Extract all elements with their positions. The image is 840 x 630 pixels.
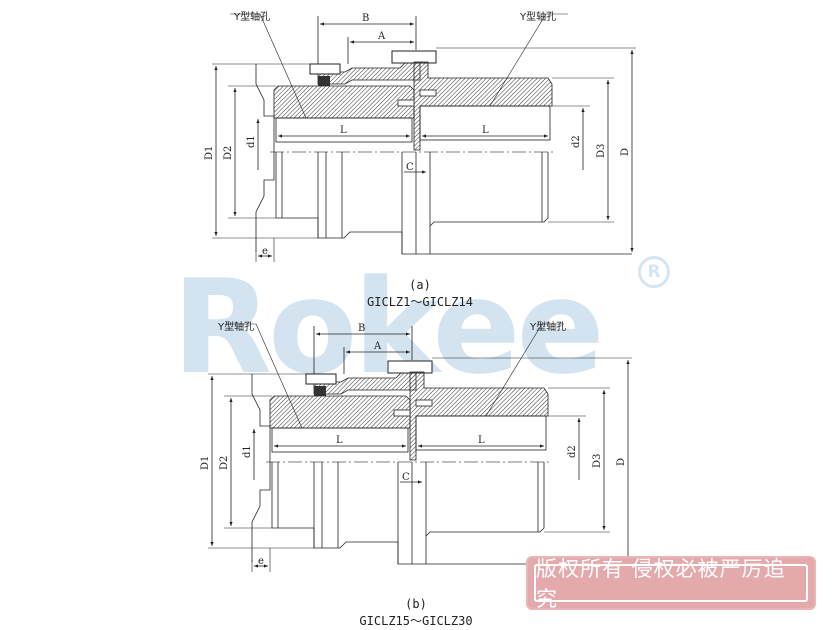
- dim-e-a: e: [262, 246, 268, 257]
- dim-D-b: D: [616, 458, 627, 466]
- dim-A-b: A: [373, 341, 382, 352]
- dim-L-right-b: L: [478, 435, 485, 446]
- coupling-drawing-b: Y型轴孔 Y型轴孔 B A L L C e D1 D2 d1 d2 D3 D: [200, 320, 632, 572]
- dim-A-a: A: [377, 31, 386, 42]
- caption-range-b: GICLZ15～GICLZ30: [359, 614, 473, 628]
- copyright-text: 版权所有 侵权必被严厉追究: [534, 557, 808, 611]
- dim-D1-a: D1: [204, 146, 215, 160]
- coupling-drawing-a: Y型轴孔 Y型轴孔 B A L L C e D1 D2 d1 d2 D3 D: [204, 10, 636, 262]
- dim-D3-a: D3: [596, 144, 607, 158]
- dim-d1-b: d1: [242, 445, 253, 458]
- dim-d1-a: d1: [246, 135, 257, 148]
- dim-B-b: B: [358, 323, 365, 334]
- dim-L-left-a: L: [340, 125, 347, 136]
- copyright-stamp: 版权所有 侵权必被严厉追究: [528, 557, 814, 611]
- caption-letter-a: (a): [409, 278, 431, 292]
- dim-e-b: e: [258, 556, 264, 567]
- dim-D-a: D: [620, 148, 631, 156]
- callout-right-b: Y型轴孔: [529, 320, 566, 333]
- caption-range-a: GICLZ1～GICLZ14: [367, 295, 473, 309]
- caption-letter-b: (b): [405, 597, 427, 611]
- dim-C-a: C: [406, 162, 414, 173]
- callout-left-a: Y型轴孔: [233, 10, 270, 23]
- callout-right-a: Y型轴孔: [519, 10, 556, 23]
- dim-d2-b: d2: [567, 445, 578, 458]
- registered-mark-icon: R: [638, 256, 670, 288]
- dim-C-b: C: [402, 472, 410, 483]
- callout-left-b: Y型轴孔: [217, 320, 254, 333]
- dim-D1-b: D1: [200, 456, 211, 470]
- dim-D2-a: D2: [223, 146, 234, 160]
- dim-L-right-a: L: [482, 125, 489, 136]
- dim-B-a: B: [362, 13, 369, 24]
- dim-d2-a: d2: [571, 135, 582, 148]
- dim-L-left-b: L: [336, 435, 343, 446]
- dim-D3-b: D3: [592, 454, 603, 468]
- dim-D2-b: D2: [219, 456, 230, 470]
